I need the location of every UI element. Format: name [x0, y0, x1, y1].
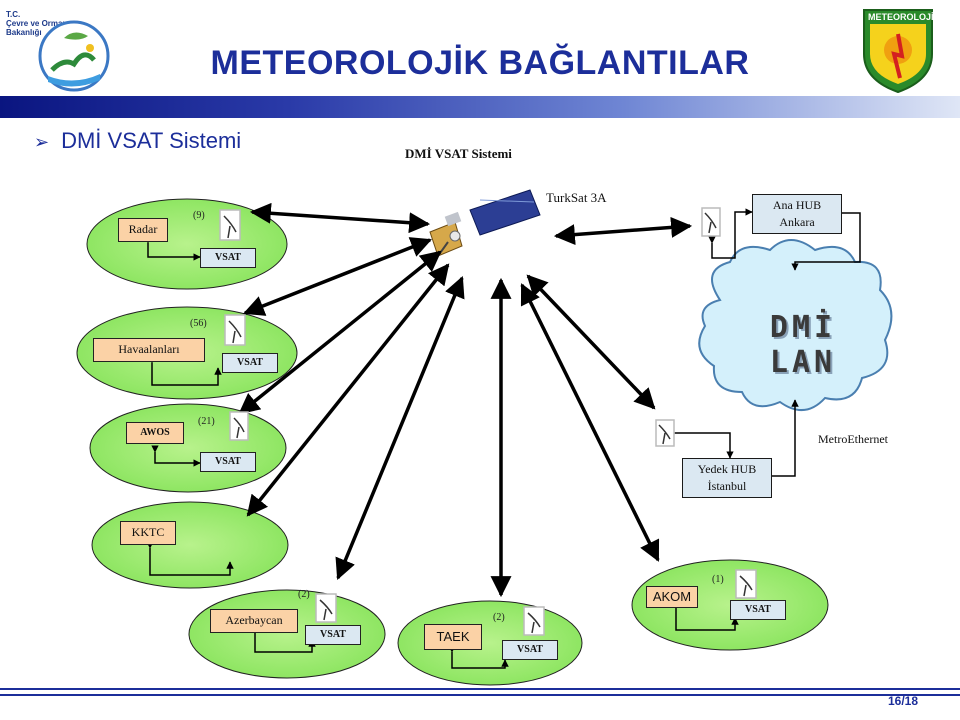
kktc-label: KKTC: [120, 521, 176, 545]
azerbaycan-vsat: VSAT: [305, 625, 361, 645]
azerbaycan-connector: [251, 625, 316, 653]
yedek-hub-line: Yedek HUB: [697, 462, 757, 476]
link-radar: [249, 202, 431, 234]
taek-count: (2): [493, 612, 505, 623]
awos-vsat: VSAT: [200, 452, 256, 472]
ministry-logo-line: Bakanlığı: [6, 28, 42, 37]
link-ana-hub: [553, 216, 693, 246]
bullet-text: DMİ VSAT Sistemi: [61, 128, 242, 153]
akom-count: (1): [712, 574, 724, 585]
meteoroloji-logo-text: METEOROLOJİ: [868, 12, 934, 22]
awos-connector: [151, 445, 201, 467]
akom-label: AKOM: [646, 586, 698, 608]
azerbaycan-count: (2): [298, 589, 310, 600]
meteoroloji-emblem-icon: [863, 9, 933, 94]
bullet-item: ➢ DMİ VSAT Sistemi: [34, 128, 241, 154]
ana-hub-dish-connector: [708, 208, 753, 259]
bullet-arrow-icon: ➢: [34, 132, 50, 152]
dmi-lan-cloud: [698, 239, 893, 411]
radar-label: Radar: [118, 218, 168, 242]
satellite-label: TurkSat 3A: [546, 190, 607, 205]
awos-count: (21): [198, 416, 215, 427]
akom-vsat: VSAT: [730, 600, 786, 620]
dmi-lan-label: DMİ LAN: [769, 310, 837, 380]
radar-connector: [144, 236, 201, 261]
havaalanlari-connector: [148, 356, 222, 386]
yedek-hub-dish-connector: [668, 429, 734, 459]
awos-node-ellipse: [89, 403, 287, 493]
diagram-title: DMİ VSAT Sistemi: [405, 146, 512, 161]
page-number: 16/18: [888, 694, 919, 708]
ana-hub-line: Ankara: [779, 215, 815, 229]
havaalanlari-vsat: VSAT: [222, 353, 278, 373]
metro-ethernet-label: MetroEthernet: [818, 432, 888, 446]
ministry-logo: T.C. Çevre ve Orman Bakanlığı: [6, 8, 116, 94]
title-band: [0, 96, 960, 118]
taek-vsat: VSAT: [502, 640, 558, 660]
meteoroloji-logo: METEOROLOJİ: [858, 4, 938, 94]
link-azerbaycan: [335, 276, 465, 580]
ana-hub-box: Ana HUB Ankara: [752, 194, 842, 234]
ana-hub-line: Ana HUB: [772, 198, 822, 212]
taek-label: TAEK: [424, 624, 482, 650]
page-title: METEOROLOJİK BAĞLANTILAR: [210, 44, 750, 82]
satellite-icon: [429, 189, 541, 257]
yedek-hub-box: Yedek HUB İstanbul: [682, 458, 772, 498]
link-akom: [520, 283, 660, 562]
azerbaycan-label: Azerbaycan: [210, 609, 298, 633]
havaalanlari-count: (56): [190, 318, 207, 329]
link-kktc: [246, 263, 450, 517]
ministry-logo-text: T.C. Çevre ve Orman Bakanlığı: [6, 10, 67, 37]
akom-connector: [672, 601, 739, 631]
satellite-dish-icon: [219, 207, 757, 636]
havaalanlari-label: Havaalanları: [93, 338, 205, 362]
yedek-hub-line: İstanbul: [707, 479, 747, 493]
kktc-connector: [146, 541, 234, 576]
taek-connector: [448, 645, 509, 669]
footer-rule: [0, 688, 960, 696]
yedek-hub-lan-connector: [772, 399, 799, 477]
ministry-logo-line: Çevre ve Orman: [6, 19, 68, 28]
ministry-emblem-icon: [38, 20, 110, 92]
radar-count: (9): [193, 210, 205, 221]
link-yedek-hub: [526, 274, 656, 410]
radar-vsat: VSAT: [200, 248, 256, 268]
ana-hub-lan-connector: [791, 212, 861, 271]
ministry-logo-line: T.C.: [6, 10, 21, 19]
awos-label: AWOS: [126, 422, 184, 444]
